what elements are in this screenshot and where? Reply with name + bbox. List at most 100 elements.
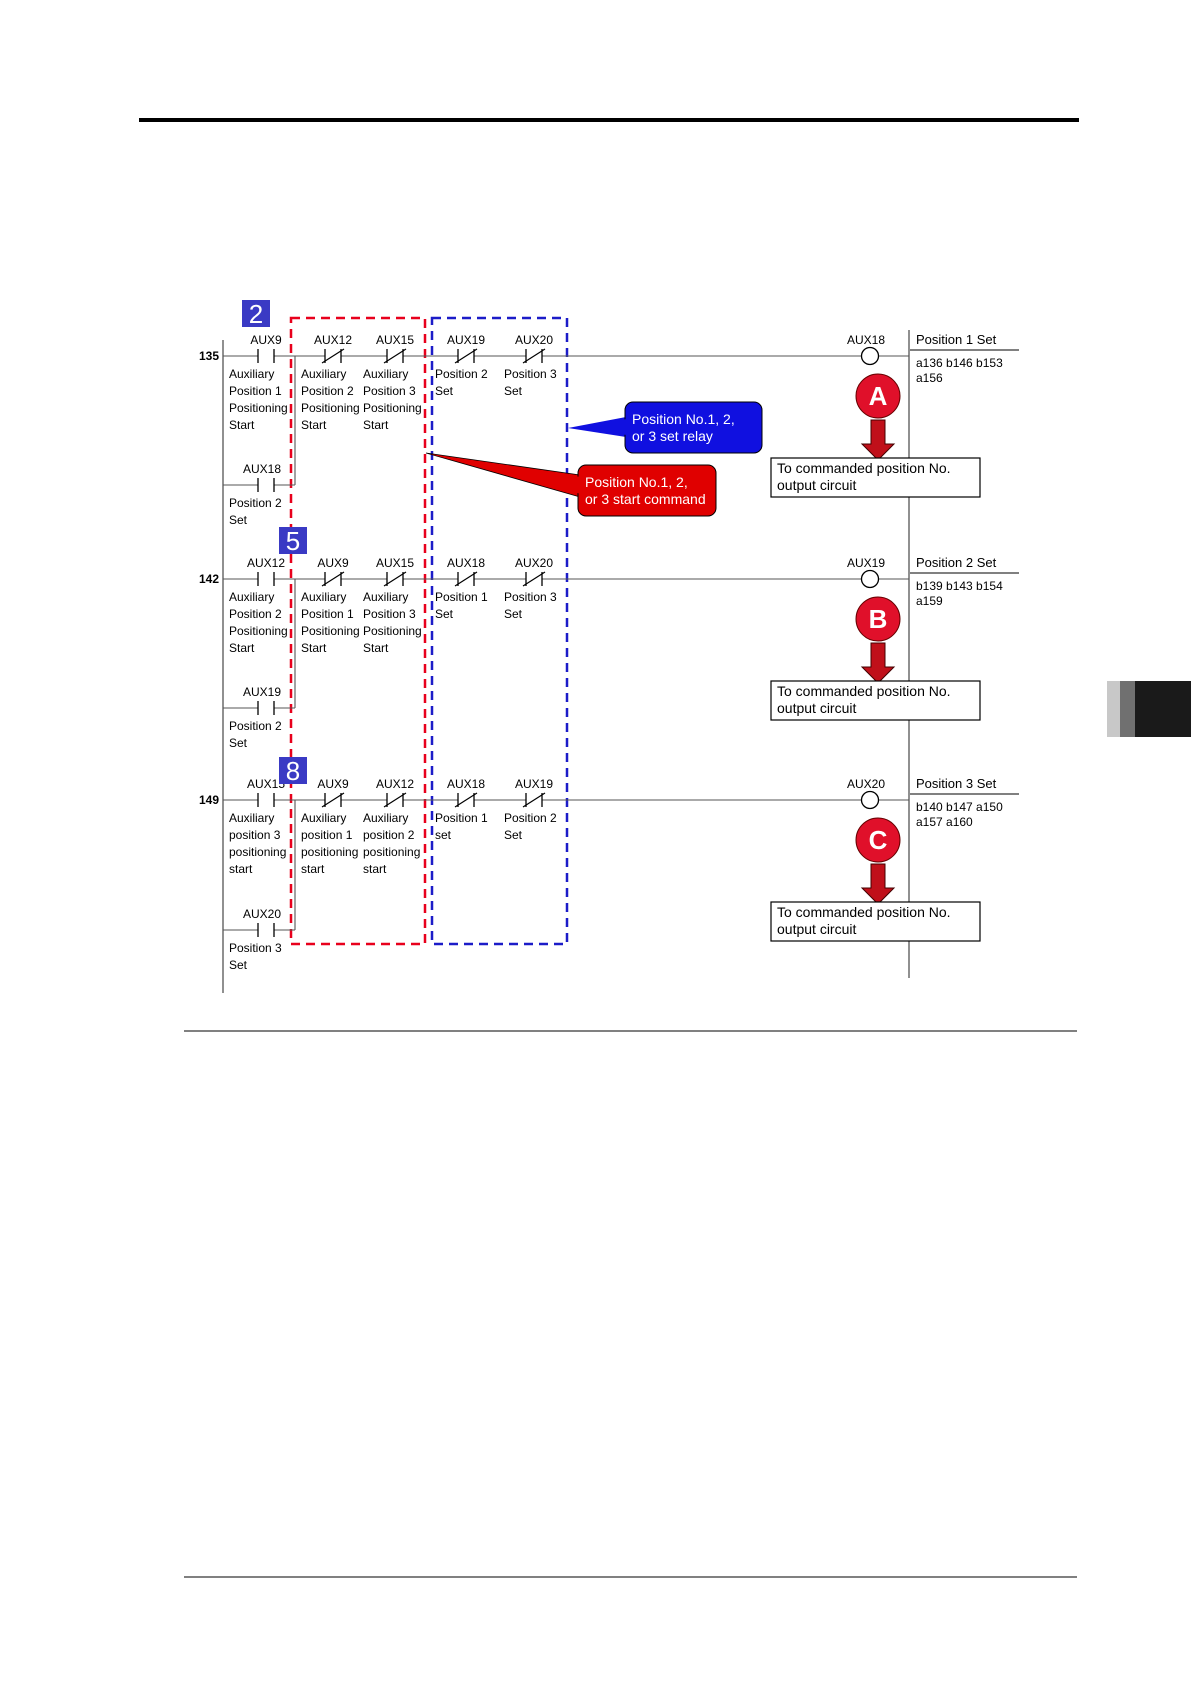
contact-desc: Set	[504, 384, 523, 398]
down-arrow	[860, 863, 896, 905]
step-badge: 8	[279, 756, 307, 786]
contact-name: AUX20	[515, 556, 553, 570]
normally-closed-slash	[454, 571, 478, 587]
contact-name: AUX15	[376, 556, 414, 570]
normally-closed-slash	[321, 348, 345, 364]
contact-desc: Position 2	[504, 811, 557, 825]
callout-set-relay: Position No.1, 2, or 3 set relay	[568, 401, 763, 454]
coil-name: AUX19	[847, 556, 885, 570]
contact-desc: Auxiliary	[301, 811, 346, 825]
contact-desc: Auxiliary	[229, 367, 274, 381]
coil-reference: a156	[916, 371, 943, 385]
contact-desc: Position 2	[229, 496, 282, 510]
rung-number: 142	[199, 572, 219, 586]
coil-reference: b139 b143 b154	[916, 579, 1003, 593]
coil-reference: b140 b147 a150	[916, 800, 1003, 814]
contact-desc: Position 3	[504, 590, 557, 604]
contact-desc: positioning	[301, 845, 358, 859]
step-badge-box	[279, 527, 307, 554]
contact-desc: Position 1	[229, 384, 282, 398]
coil-name: AUX18	[847, 333, 885, 347]
normally-closed-slash	[522, 571, 546, 587]
contact-desc: start	[229, 862, 253, 876]
output-box-frame	[770, 457, 981, 498]
letter-circle	[855, 817, 901, 863]
contact-desc: Start	[363, 641, 389, 655]
rung-number: 135	[199, 349, 219, 363]
contact-desc: Positioning	[363, 624, 422, 638]
letter-label: A	[869, 381, 888, 411]
contact-desc: Position 2	[229, 607, 282, 621]
output-box-frame	[770, 680, 981, 721]
contact-desc: Position 3	[229, 941, 282, 955]
output-indicator: B	[855, 596, 901, 684]
contact-desc: position 3	[229, 828, 281, 842]
contact-desc: Set	[504, 607, 523, 621]
letter-circle	[855, 373, 901, 419]
contact-desc: position 1	[301, 828, 353, 842]
contact-desc: Auxiliary	[363, 367, 408, 381]
contact-name: AUX9	[317, 777, 349, 791]
output-box: To commanded position No.output circuit	[770, 901, 981, 942]
normally-closed-slash	[522, 792, 546, 808]
callout-set-relay-line-1: Position No.1, 2,	[632, 411, 735, 427]
coil-reference: a159	[916, 594, 943, 608]
contact-desc: Auxiliary	[229, 811, 274, 825]
coil-title: Position 1 Set	[916, 332, 997, 347]
contact-desc: Positioning	[363, 401, 422, 415]
contact-desc: Positioning	[229, 401, 288, 415]
contact-desc: position 2	[363, 828, 415, 842]
contact-desc: Start	[363, 418, 389, 432]
contact-desc: Auxiliary	[301, 590, 346, 604]
contact-desc: positioning	[363, 845, 420, 859]
contact-desc: start	[363, 862, 387, 876]
contact-name: AUX12	[314, 333, 352, 347]
contact-name: AUX19	[515, 777, 553, 791]
contact-desc: Position 2	[229, 719, 282, 733]
contact-desc: Positioning	[301, 401, 360, 415]
coil-title: Position 3 Set	[916, 776, 997, 791]
contact-desc: Position 3	[504, 367, 557, 381]
output-box-text: output circuit	[777, 921, 856, 937]
start-command-group	[289, 316, 427, 946]
contact-name: AUX12	[247, 556, 285, 570]
letter-label: B	[869, 604, 888, 634]
contact-desc: Set	[229, 958, 248, 972]
contact-desc: Start	[301, 641, 327, 655]
coil-circle	[860, 790, 880, 810]
output-box-text: To commanded position No.	[777, 460, 951, 476]
normally-closed-slash	[321, 792, 345, 808]
chapter-tab	[1107, 681, 1191, 737]
contact-desc: Position 2	[435, 367, 488, 381]
contact-desc: Position 3	[363, 607, 416, 621]
output-box-text: output circuit	[777, 477, 856, 493]
coil-circle	[860, 569, 880, 589]
header-rule	[139, 118, 1079, 122]
callout-set-relay-line-2: or 3 set relay	[632, 428, 713, 444]
contact-desc: Auxiliary	[363, 590, 408, 604]
contact-desc: Start	[229, 641, 255, 655]
coil-circle	[860, 346, 880, 366]
letter-circle	[855, 596, 901, 642]
contact-desc: set	[435, 828, 452, 842]
output-indicator: C	[855, 817, 901, 905]
output-box-text: To commanded position No.	[777, 683, 951, 699]
contact-desc: Position 1	[435, 811, 488, 825]
contact-name: AUX18	[243, 462, 281, 476]
normally-closed-slash	[522, 348, 546, 364]
coil-reference: a136 b146 b153	[916, 356, 1003, 370]
